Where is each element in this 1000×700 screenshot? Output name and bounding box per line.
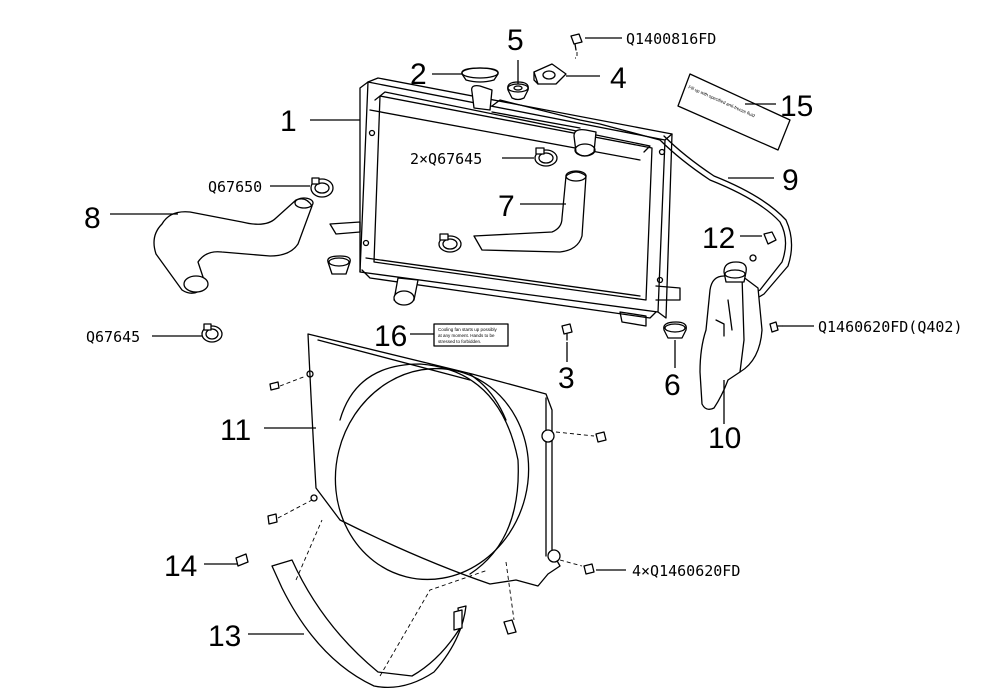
callout-11: 11 <box>220 414 251 447</box>
leader-lines <box>110 37 814 635</box>
code-clamp-left: Q67645 <box>86 328 140 346</box>
callout-10: 10 <box>708 422 741 455</box>
clip-14 <box>235 553 249 567</box>
clamp-left <box>201 323 223 343</box>
label-16-line1: Cooling fan starts up possibly <box>438 327 498 332</box>
fan-shroud <box>306 333 561 587</box>
callout-13: 13 <box>208 620 241 653</box>
callout-9: 9 <box>782 164 799 197</box>
code-bolt-top: Q1400816FD <box>626 30 716 48</box>
callout-14: 14 <box>164 550 197 583</box>
callout-12: 12 <box>702 222 735 255</box>
code-bolt-tank: Q1460620FD(Q402) <box>818 318 963 336</box>
shroud-bolt-b <box>555 431 607 443</box>
upper-hose <box>473 170 587 253</box>
label-16-line2: at any moment. Hands to be <box>438 333 495 338</box>
callout-15: 15 <box>780 90 813 123</box>
radiator <box>327 77 681 327</box>
expansion-tank <box>699 261 763 410</box>
callout-2: 2 <box>410 58 427 91</box>
bolt-3 <box>561 323 573 341</box>
callout-1: 1 <box>280 105 297 138</box>
callout-8: 8 <box>84 202 101 235</box>
lower-hose <box>153 197 314 294</box>
callout-7: 7 <box>498 190 515 223</box>
callout-16: 16 <box>374 320 407 353</box>
code-clamp-2x: 2×Q67645 <box>410 150 482 168</box>
callout-5: 5 <box>507 24 524 57</box>
top-bolt <box>570 33 583 59</box>
label-16-line3: stressed to forbidden. <box>438 339 481 344</box>
callout-6: 6 <box>664 369 681 402</box>
shroud-bolt-c <box>267 499 313 525</box>
callout-4: 4 <box>610 62 627 95</box>
code-clamp-hose8: Q67650 <box>208 178 262 196</box>
shroud-bolt-a <box>269 375 307 391</box>
clamp-hose8 <box>310 177 334 198</box>
grommet <box>507 81 529 101</box>
tank-bolt <box>769 321 783 333</box>
radiator-cap <box>461 67 499 83</box>
callout-3: 3 <box>558 362 575 395</box>
grommet-6 <box>663 321 687 339</box>
label-16: Cooling fan starts up possibly at any mo… <box>433 323 509 347</box>
mounting-bracket <box>533 63 567 85</box>
clip-12 <box>763 231 777 245</box>
shroud-bolt-d <box>559 559 595 575</box>
code-bolt-shroud: 4×Q1460620FD <box>632 562 740 580</box>
clip-ring <box>453 609 517 635</box>
hose-clamp-upper <box>534 147 558 167</box>
overflow-hose <box>659 135 793 301</box>
label-15: Fill up with specified anti-freeze fluid <box>677 73 791 151</box>
hose-clamp-lower <box>438 233 462 253</box>
